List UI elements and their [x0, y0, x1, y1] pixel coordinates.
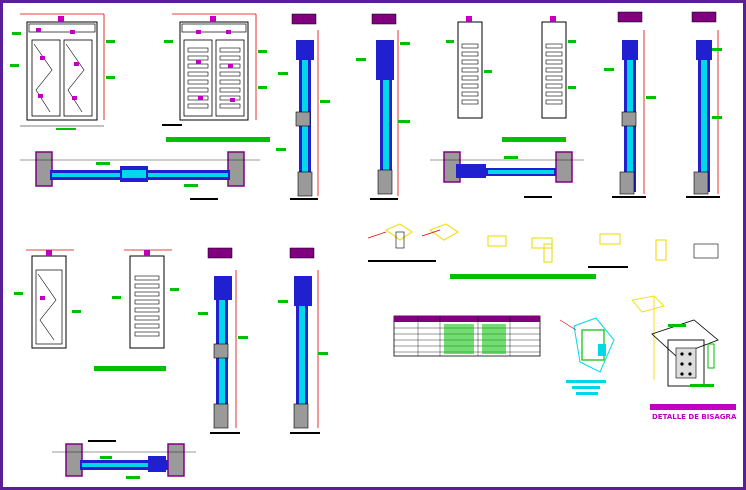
plan-section-single-door-bottom	[52, 440, 196, 479]
elevation-single-door-b	[541, 16, 576, 119]
vertical-section-door-e	[198, 247, 248, 434]
vertical-section-door-f	[278, 247, 328, 434]
elevation-single-glass-door	[14, 249, 81, 349]
vertical-section-door-b	[356, 13, 410, 200]
plan-section-double-door	[20, 151, 260, 200]
detalle-bisagra-label: DETALLE DE BISAGRA	[652, 413, 737, 421]
vertical-section-door-a	[276, 13, 330, 200]
vertical-section-door-c	[604, 11, 656, 198]
hinge-detail-small	[559, 317, 615, 395]
door-schedule-table	[393, 315, 541, 357]
vertical-section-door-d	[686, 11, 722, 198]
elevation-double-glass-door	[10, 13, 115, 130]
plan-section-single-door	[430, 151, 584, 198]
elevation-single-louvered-door	[94, 249, 179, 371]
joint-details-row	[367, 223, 719, 279]
hinge-detail-large: DETALLE DE BISAGRA	[631, 295, 737, 421]
elevation-single-door-a	[446, 16, 566, 142]
elevation-double-louvered-door	[162, 13, 270, 142]
